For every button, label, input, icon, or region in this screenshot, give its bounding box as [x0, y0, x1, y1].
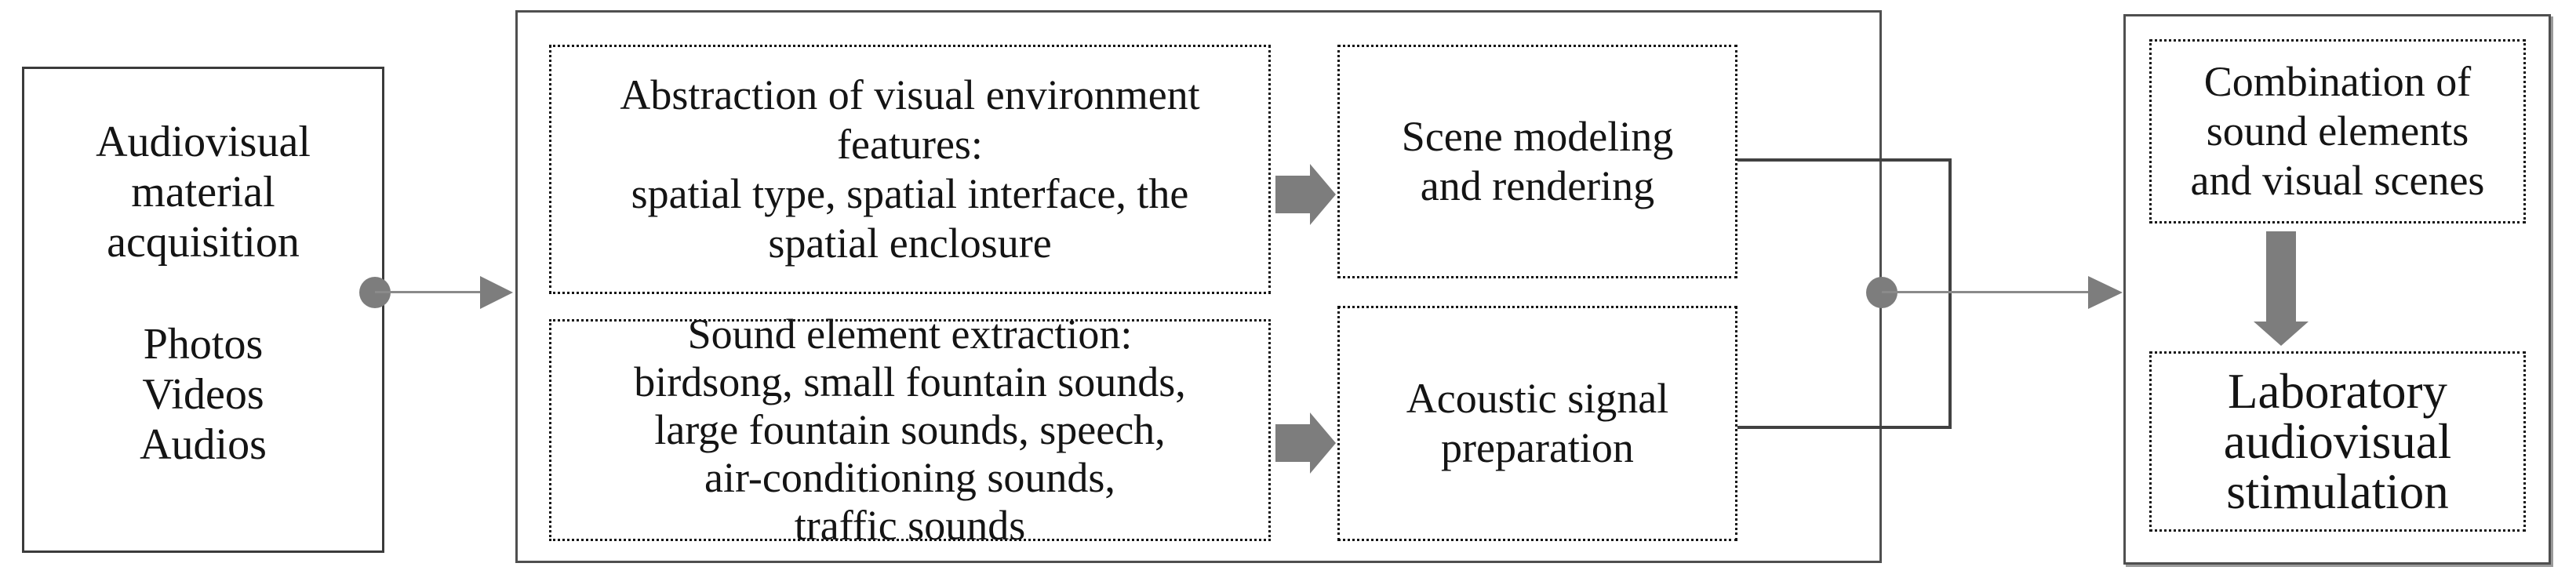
laboratory-line: stimulation	[2226, 464, 2449, 519]
visual-abstraction-line: spatial type, spatial interface, the	[631, 170, 1189, 217]
material-item: Videos	[142, 370, 264, 419]
laboratory-text: Laboratory audiovisual stimulation	[2224, 366, 2451, 517]
material-title-line: acquisition	[107, 218, 300, 267]
processing-container	[515, 10, 1882, 563]
laboratory-line: audiovisual	[2223, 414, 2452, 469]
down-arrow-icon	[2254, 322, 2309, 346]
scene-modeling-text: Scene modeling and rendering	[1402, 112, 1673, 211]
acoustic-preparation-box: Acoustic signal preparation	[1337, 306, 1737, 541]
combination-text: Combination of sound elements and visual…	[2191, 57, 2485, 205]
flow-arrow-visual-icon	[1310, 164, 1336, 225]
material-item: Photos	[143, 320, 264, 369]
flow-arrow-sound-shaft	[1275, 424, 1310, 462]
acoustic-preparation-text: Acoustic signal preparation	[1406, 374, 1668, 473]
scene-modeling-line: Scene modeling	[1401, 113, 1674, 160]
sound-extraction-line: birdsong, small fountain sounds,	[634, 358, 1186, 405]
sound-extraction-text: Sound element extraction: birdsong, smal…	[634, 311, 1185, 550]
combination-line: and visual scenes	[2190, 157, 2485, 204]
visual-abstraction-line: features:	[837, 121, 983, 168]
material-item: Audios	[140, 420, 267, 469]
connector-line-left	[375, 291, 485, 293]
material-title-line: Audiovisual	[96, 118, 311, 166]
acoustic-output-line	[1737, 426, 1952, 429]
acoustic-preparation-line: preparation	[1441, 424, 1634, 471]
visual-abstraction-text: Abstraction of visual environment featur…	[620, 71, 1199, 268]
combination-line: Combination of	[2203, 58, 2472, 105]
scene-modeling-box: Scene modeling and rendering	[1337, 45, 1737, 278]
scene-output-line	[1737, 158, 1952, 162]
scene-modeling-line: and rendering	[1420, 162, 1655, 209]
combination-line: sound elements	[2206, 107, 2469, 154]
visual-abstraction-box: Abstraction of visual environment featur…	[549, 45, 1271, 294]
sound-extraction-box: Sound element extraction: birdsong, smal…	[549, 311, 1271, 549]
audiovisual-material-text: Audiovisual material acquisition Photos …	[96, 117, 311, 470]
material-title-line: material	[131, 168, 275, 216]
visual-abstraction-line: Abstraction of visual environment	[620, 71, 1200, 118]
flow-arrow-visual-shaft	[1275, 176, 1310, 213]
combination-box: Combination of sound elements and visual…	[2149, 39, 2526, 223]
laboratory-line: Laboratory	[2228, 364, 2447, 419]
down-arrow-shaft	[2266, 231, 2296, 322]
output-box	[2123, 14, 2551, 565]
sound-extraction-line: air-conditioning sounds,	[704, 454, 1115, 501]
sound-extraction-line: large fountain sounds, speech,	[654, 406, 1166, 453]
sound-extraction-line: Sound element extraction:	[687, 311, 1133, 358]
arrowhead-left-icon	[480, 276, 513, 309]
visual-abstraction-line: spatial enclosure	[768, 220, 1052, 267]
connector-line-right	[1882, 291, 2089, 293]
merge-bracket-line	[1948, 158, 1952, 429]
sound-extraction-line: traffic sounds	[794, 502, 1026, 549]
arrowhead-right-icon	[2088, 276, 2123, 309]
laboratory-box: Laboratory audiovisual stimulation	[2149, 351, 2526, 532]
audiovisual-material-box: Audiovisual material acquisition Photos …	[22, 67, 384, 553]
acoustic-preparation-line: Acoustic signal	[1406, 375, 1669, 422]
material-title: Audiovisual material acquisition	[96, 117, 311, 267]
flow-arrow-sound-icon	[1310, 412, 1336, 474]
material-items: Photos Videos Audios	[140, 319, 267, 470]
